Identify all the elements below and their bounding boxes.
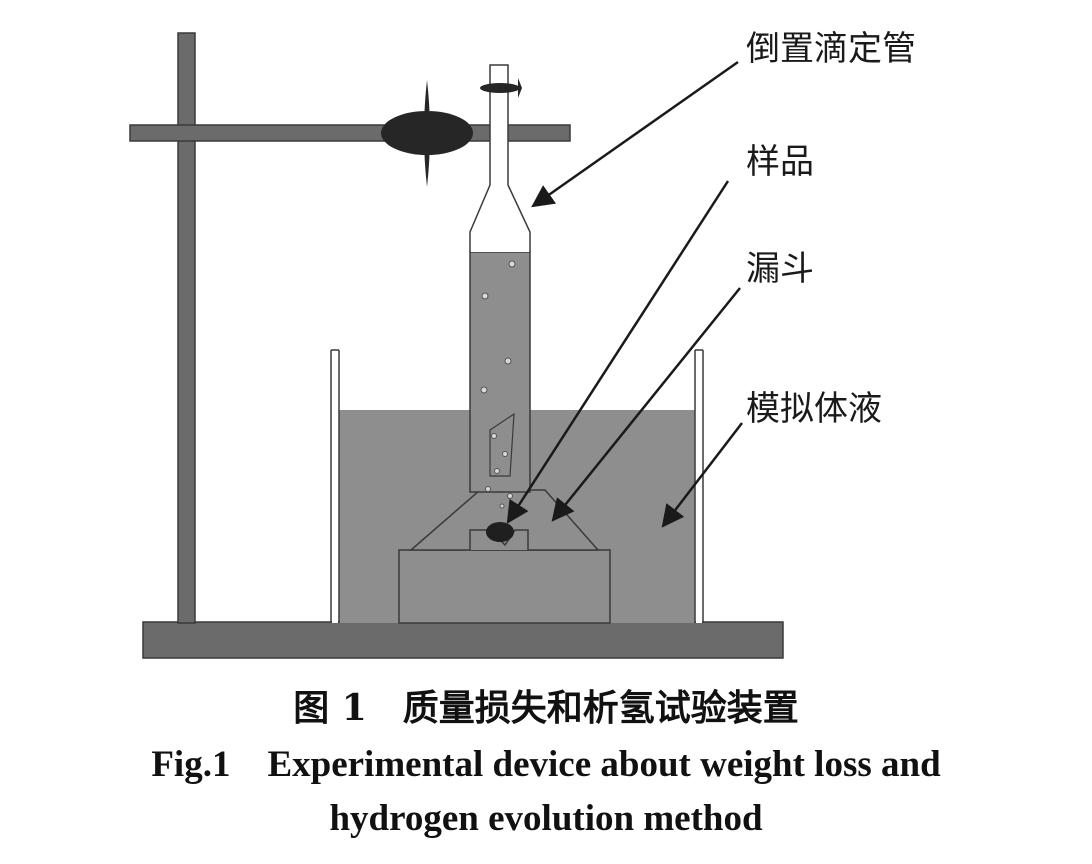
arrow-simulated-body-fluid (661, 422, 743, 528)
label-funnel: 漏斗 (746, 249, 814, 289)
clamp-screw (424, 80, 430, 187)
stand-pole (177, 32, 196, 624)
stand-base (142, 621, 784, 659)
beaker (330, 349, 704, 623)
sample-fragment (489, 412, 515, 477)
label-sample: 样品 (746, 142, 814, 182)
arrow-funnel (551, 287, 741, 522)
hydrogen-bubbles (480, 260, 516, 509)
funnel (408, 489, 600, 551)
figure-caption-chinese: 图 1 质量损失和析氢试验装置 (293, 687, 799, 729)
figure-caption-english-line2: hydrogen evolution method (329, 798, 763, 839)
arrow-burette (531, 60, 739, 208)
label-burette: 倒置滴定管 (746, 29, 916, 69)
figure-caption-english-line1: Fig.1 Experimental device about weight l… (151, 744, 941, 785)
burette-stopcock (480, 83, 520, 93)
burette-taper (469, 64, 531, 252)
arrow-sample (506, 180, 730, 524)
label-simulated-body-fluid: 模拟体液 (746, 389, 882, 429)
support-block (398, 549, 611, 624)
sample (486, 522, 514, 542)
